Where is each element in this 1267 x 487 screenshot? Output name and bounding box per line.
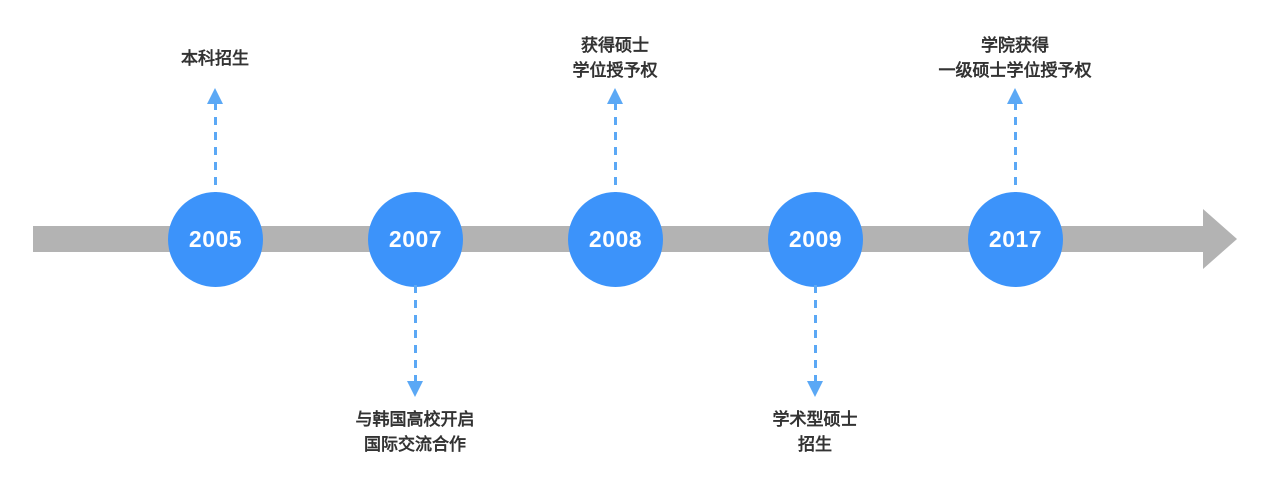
event-label-line: 与韩国高校开启 <box>355 410 475 429</box>
node-year-label: 2017 <box>988 226 1043 252</box>
connector-dashed-line <box>613 102 617 194</box>
event-label-2007: 与韩国高校开启 国际交流合作 <box>356 407 475 457</box>
event-label-line: 招生 <box>798 435 832 454</box>
event-label-line: 学院获得 <box>981 36 1049 55</box>
event-connector-2005 <box>207 88 223 194</box>
connector-dashed-line <box>413 285 417 383</box>
event-connector-2009 <box>807 285 823 397</box>
event-label-line: 获得硕士 <box>581 36 649 55</box>
node-year-label: 2008 <box>588 226 643 252</box>
event-label-line: 学位授予权 <box>572 61 658 80</box>
node-year-label: 2009 <box>788 226 843 252</box>
connector-dashed-line <box>813 285 817 383</box>
event-label-2005: 本科招生 <box>181 46 249 71</box>
arrow-right-icon <box>1203 209 1237 269</box>
event-label-2009: 学术型硕士 招生 <box>773 407 858 457</box>
timeline-node-2005[interactable]: 2005 <box>168 192 263 287</box>
arrow-down-icon <box>407 381 423 397</box>
timeline-node-2007[interactable]: 2007 <box>368 192 463 287</box>
connector-dashed-line <box>1013 102 1017 194</box>
timeline-node-2009[interactable]: 2009 <box>768 192 863 287</box>
arrow-up-icon <box>1007 88 1023 104</box>
arrow-up-icon <box>607 88 623 104</box>
timeline-node-2017[interactable]: 2017 <box>968 192 1063 287</box>
event-label-line: 国际交流合作 <box>364 435 466 454</box>
arrow-down-icon <box>807 381 823 397</box>
node-year-label: 2005 <box>188 226 243 252</box>
node-year-label: 2007 <box>388 226 443 252</box>
connector-dashed-line <box>213 102 217 194</box>
event-label-line: 一级硕士学位授予权 <box>938 61 1092 80</box>
event-connector-2017 <box>1007 88 1023 194</box>
event-connector-2007 <box>407 285 423 397</box>
arrow-up-icon <box>207 88 223 104</box>
event-label-line: 学术型硕士 <box>772 410 858 429</box>
event-label-line: 本科招生 <box>181 49 249 68</box>
event-label-2008: 获得硕士 学位授予权 <box>573 33 658 83</box>
event-label-2017: 学院获得 一级硕士学位授予权 <box>939 33 1092 83</box>
timeline-node-2008[interactable]: 2008 <box>568 192 663 287</box>
event-connector-2008 <box>607 88 623 194</box>
